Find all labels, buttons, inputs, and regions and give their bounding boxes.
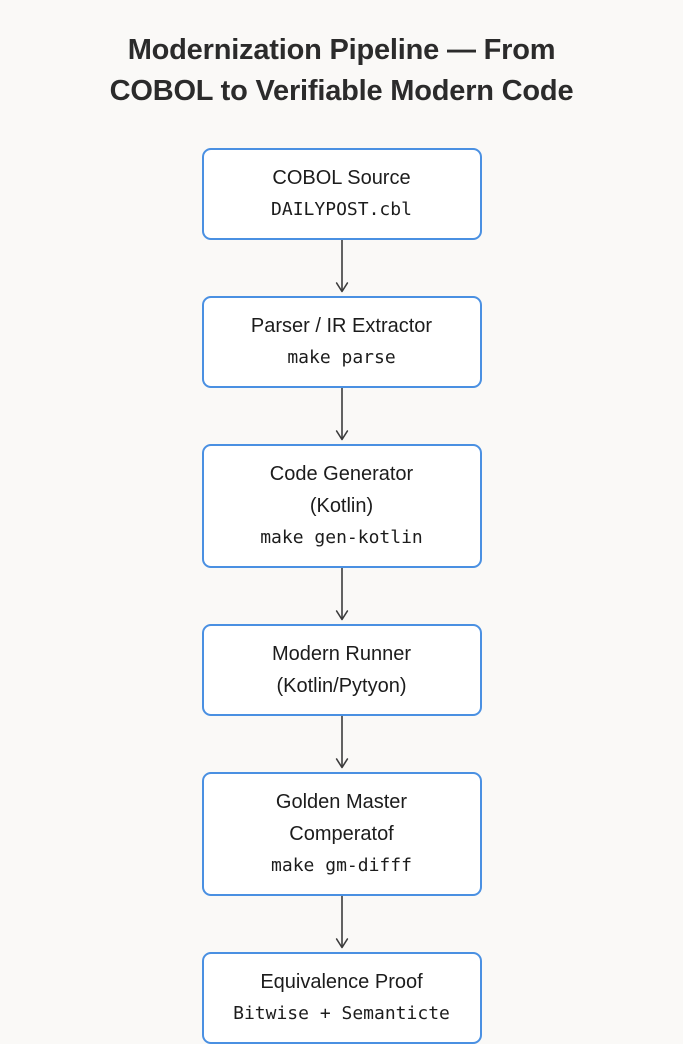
node-code-generator[interactable]: Code Generator (Kotlin) make gen-kotlin	[201, 444, 482, 568]
node-modern-runner-line-1: Modern Runner	[272, 643, 411, 665]
node-golden-master-comperatof-line-3: make gm-difff	[271, 855, 412, 876]
edge-arrow	[0, 568, 683, 624]
node-cobol-source-line-2: DAILYPOST.cbl	[271, 199, 412, 220]
node-parser-ir-extractor-line-1: Parser / IR Extractor	[250, 315, 433, 337]
node-parser-ir-extractor-line-2: make parse	[287, 347, 396, 368]
edge-arrow	[0, 388, 683, 444]
node-golden-master-comperatof-line-2: Comperatof	[289, 823, 394, 845]
node-parser-ir-extractor[interactable]: Parser / IR Extractor make parse	[201, 296, 482, 388]
node-cobol-source-line-1: COBOL Source	[272, 167, 411, 189]
node-modern-runner[interactable]: Modern Runner (Kotlin/Pytyon)	[201, 624, 482, 716]
node-equivalence-proof-line-2: Bitwise + Semanticte	[233, 1003, 450, 1024]
node-golden-master-comperatof-line-1: Golden Master	[275, 791, 408, 813]
node-equivalence-proof-line-1: Equivalence Proof	[260, 971, 423, 993]
page-title: Modernization Pipeline — From COBOL to V…	[109, 34, 574, 107]
node-code-generator-line-3: make gen-kotlin	[260, 527, 423, 548]
node-code-generator-line-1: Code Generator	[269, 463, 414, 485]
node-modern-runner-line-2: (Kotlin/Pytyon)	[276, 675, 407, 697]
edge-arrow	[0, 716, 683, 772]
node-code-generator-line-2: (Kotlin)	[309, 495, 374, 517]
edge-arrow	[0, 896, 683, 952]
edge-arrow	[0, 240, 683, 296]
